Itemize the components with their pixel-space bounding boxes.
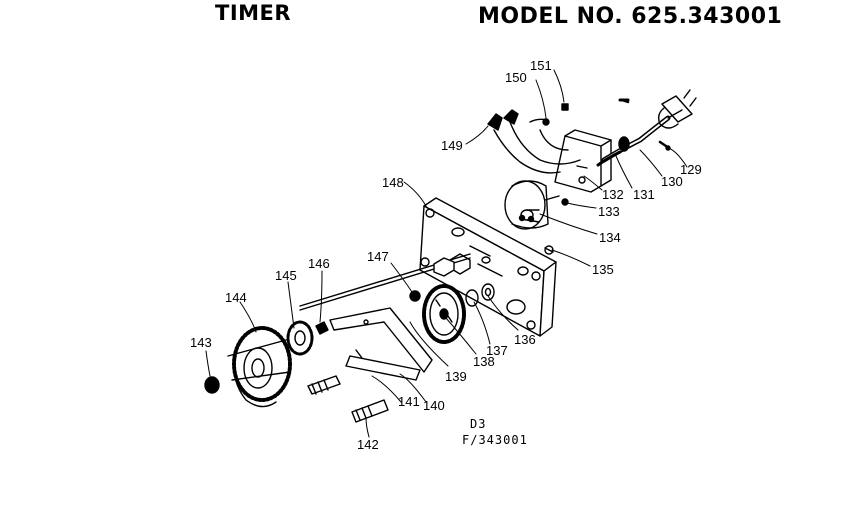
callout-137: 137	[486, 343, 508, 358]
knob-nut	[204, 376, 220, 394]
callout-147: 147	[367, 249, 389, 264]
callout-142: 142	[357, 437, 379, 452]
cam-lever	[329, 307, 433, 381]
bracket-screws	[542, 98, 630, 126]
timer-gear	[422, 284, 466, 344]
callout-136: 136	[514, 332, 536, 347]
callout-134: 134	[599, 230, 621, 245]
mounting-plate	[419, 197, 557, 337]
callout-129: 129	[680, 162, 702, 177]
mounting-stud-upper	[307, 375, 341, 395]
callout-132: 132	[602, 187, 624, 202]
callout-148: 148	[382, 175, 404, 190]
callout-149: 149	[441, 138, 463, 153]
wire-nuts	[487, 109, 581, 174]
callout-139: 139	[445, 369, 467, 384]
spring-washer	[286, 320, 314, 356]
mounting-stud-lower	[351, 399, 389, 423]
leader-lines	[205, 69, 688, 438]
callout-151: 151	[530, 58, 552, 73]
callout-145: 145	[275, 268, 297, 283]
power-plug	[657, 89, 697, 129]
gear-washers	[465, 283, 495, 307]
drawing-reference-code: D3	[470, 417, 487, 431]
callout-131: 131	[633, 187, 655, 202]
model-number: MODEL NO. 625.343001	[478, 4, 783, 29]
drive-shaft	[299, 253, 471, 311]
callout-144: 144	[225, 290, 247, 305]
callout-135: 135	[592, 262, 614, 277]
callout-146: 146	[308, 256, 330, 271]
retaining-clip	[315, 321, 329, 335]
diagram-title: TIMER	[215, 1, 292, 25]
callout-140: 140	[423, 398, 445, 413]
drawing-reference-number: F/343001	[462, 433, 528, 447]
timer-motor	[504, 180, 560, 230]
callout-130: 130	[661, 174, 683, 189]
callout-138: 138	[473, 354, 495, 369]
callout-143: 143	[190, 335, 212, 350]
motor-screw	[544, 198, 569, 255]
callout-labels: 129 130 131 132 133 134 135 136 137 138 …	[190, 58, 702, 452]
callout-133: 133	[598, 204, 620, 219]
timer-knob	[227, 326, 292, 408]
callout-141: 141	[398, 394, 420, 409]
callout-150: 150	[505, 70, 527, 85]
